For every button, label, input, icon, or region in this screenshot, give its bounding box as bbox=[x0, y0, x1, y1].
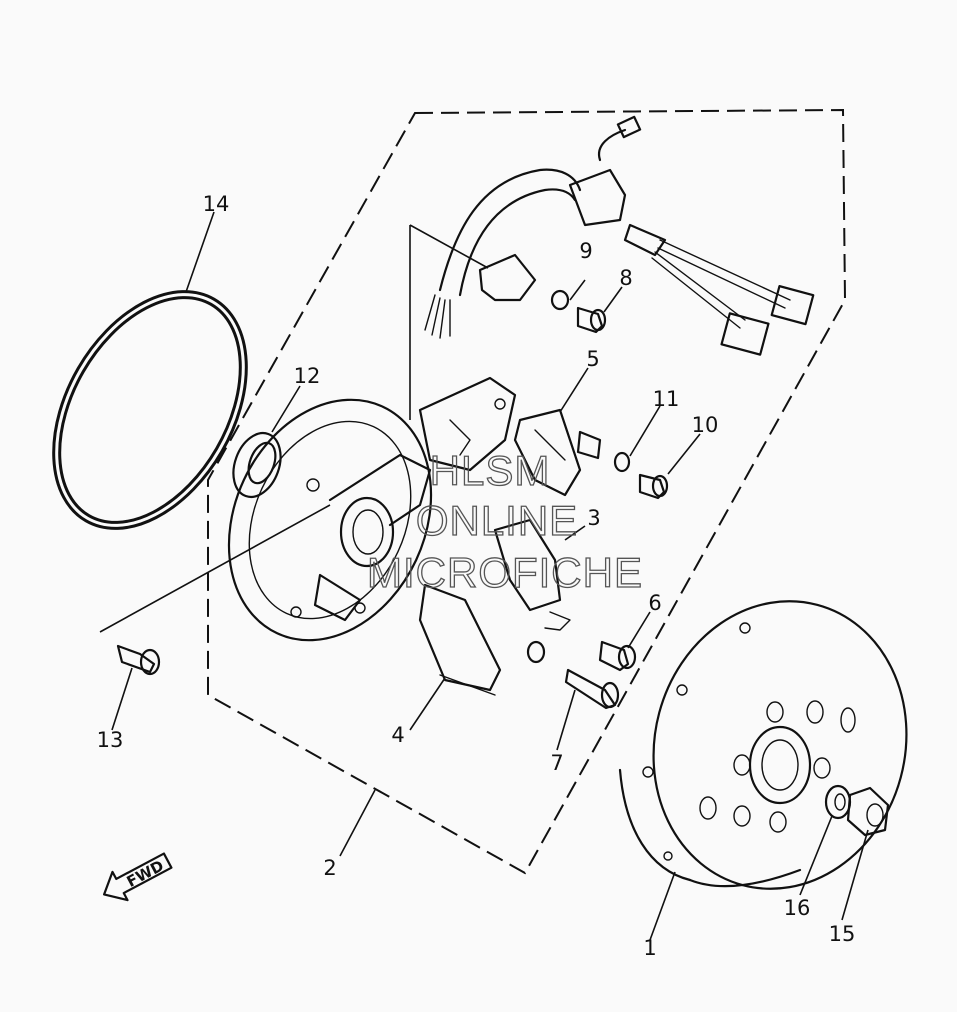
callout-4: 4 bbox=[391, 723, 404, 747]
rotor-flywheel-part[interactable] bbox=[618, 573, 938, 918]
callout-10: 10 bbox=[692, 413, 719, 437]
bracket-clip bbox=[576, 430, 602, 460]
screw-10-part[interactable] bbox=[638, 473, 669, 500]
watermark-line-3: MICROFICHE bbox=[367, 549, 643, 596]
callout-5: 5 bbox=[586, 347, 599, 371]
callout-11: 11 bbox=[653, 387, 680, 411]
callout-1: 1 bbox=[643, 936, 656, 960]
charging-coil-part[interactable] bbox=[418, 583, 502, 696]
nut-15-part[interactable] bbox=[846, 786, 890, 837]
callout-3: 3 bbox=[587, 506, 600, 530]
oil-seal-part[interactable] bbox=[225, 426, 289, 503]
callout-12: 12 bbox=[294, 364, 321, 388]
screw-8-part[interactable] bbox=[576, 306, 607, 334]
leader-lines bbox=[99, 211, 869, 941]
watermark-line-2: ONLINE bbox=[416, 497, 578, 544]
callout-9: 9 bbox=[579, 239, 592, 263]
callout-2: 2 bbox=[323, 856, 336, 880]
wire-harness bbox=[424, 115, 815, 356]
screw-13-part[interactable] bbox=[116, 644, 161, 676]
stator-base-plate bbox=[227, 398, 433, 642]
small-washer bbox=[526, 640, 546, 664]
callout-14: 14 bbox=[203, 192, 230, 216]
screw-6-part[interactable] bbox=[598, 640, 637, 672]
callout-7: 7 bbox=[550, 751, 563, 775]
callout-6: 6 bbox=[648, 591, 661, 615]
lock-washer-9-part[interactable] bbox=[550, 289, 570, 311]
source-coil-part[interactable] bbox=[513, 408, 582, 497]
watermark: HLSM ONLINE MICROFICHE bbox=[366, 446, 643, 596]
watermark-line-1: HLSM bbox=[430, 447, 551, 494]
washer-16-part[interactable] bbox=[824, 784, 852, 820]
fwd-arrow: FWD bbox=[102, 852, 173, 902]
harness-clamp bbox=[478, 253, 537, 302]
callout-13: 13 bbox=[97, 728, 124, 752]
o-ring-part[interactable] bbox=[18, 262, 282, 559]
callout-16: 16 bbox=[784, 896, 811, 920]
pulser-coil-part[interactable] bbox=[493, 518, 571, 631]
callout-15: 15 bbox=[829, 922, 856, 946]
fwd-label: FWD bbox=[124, 857, 167, 891]
callout-8: 8 bbox=[619, 266, 632, 290]
stator-assembly-boundary bbox=[207, 108, 847, 875]
callout-labels: 1 2 3 4 5 6 7 8 9 10 11 12 13 14 15 16 bbox=[97, 192, 856, 960]
lock-washer-11-part[interactable] bbox=[613, 451, 631, 473]
bolt-7-part[interactable] bbox=[564, 668, 620, 710]
pickup-bracket bbox=[418, 376, 517, 472]
